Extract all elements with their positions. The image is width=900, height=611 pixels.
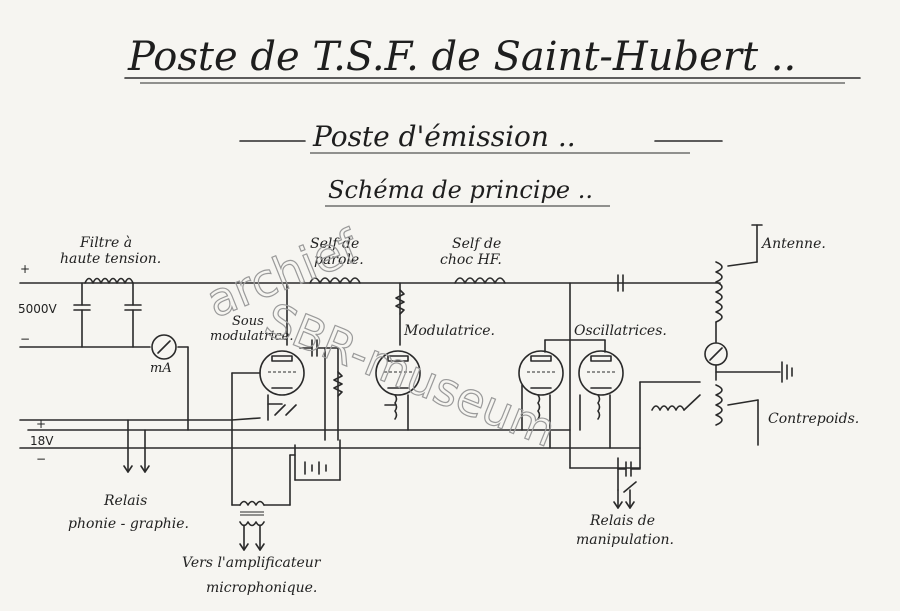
label-minus-low: − [36,452,46,466]
page-title: Poste de T.S.F. de Saint-Hubert .. [127,34,796,80]
microphone-transformer [239,500,265,506]
label-ma: mA [150,361,172,376]
modulator-tube [375,350,421,396]
label-sous-mod-2: modulatrice. [210,329,293,344]
label-filtre-1: Filtre à [79,235,132,251]
grid-resistor [333,371,343,397]
label-relais-1: Relais [103,493,147,509]
label-manip-2: manipulation. [576,532,674,548]
label-plus-low: + [36,417,46,431]
label-modulatrice: Modulatrice. [403,323,495,339]
keying-relay-contact [623,481,637,493]
label-ampli-2: microphonique. [206,580,317,596]
label-oscillatrices: Oscillatrices. [574,323,667,339]
label-manip-1: Relais de [589,513,655,529]
label-plus-top: + [20,262,30,276]
label-relais-2: phonie - graphie. [68,516,189,532]
label-self-choc-2: choc HF. [440,252,502,268]
subtitle: Poste d'émission .. [312,120,576,153]
label-ampli-1: Vers l'amplificateur [182,555,322,571]
label-antenne: Antenne. [760,236,826,252]
section-title: Schéma de principe .. [328,176,593,204]
antenna-coil [715,261,723,323]
rf-choke [454,277,506,284]
oscillator-tube-1 [518,350,564,396]
label-minus-top: − [20,332,30,346]
oscillator-tube-2 [578,350,624,396]
grid-coil [651,405,685,411]
filter-choke [84,277,134,284]
label-sous-mod-1: Sous [232,314,264,329]
label-self-parole-2: parole. [314,252,364,268]
label-filtre-2: haute tension. [60,251,161,267]
label-contrepoids: Contrepoids. [768,411,859,427]
speech-choke [309,277,361,284]
label-voltage: 5000V [18,302,58,316]
phonie-relay-contact [274,404,286,416]
counterpoise-coil [715,384,723,426]
label-self-parole-1: Self de [310,236,359,252]
label-18v: 18V [30,434,54,448]
label-self-choc-1: Self de [452,236,501,252]
milliammeter [151,334,177,360]
